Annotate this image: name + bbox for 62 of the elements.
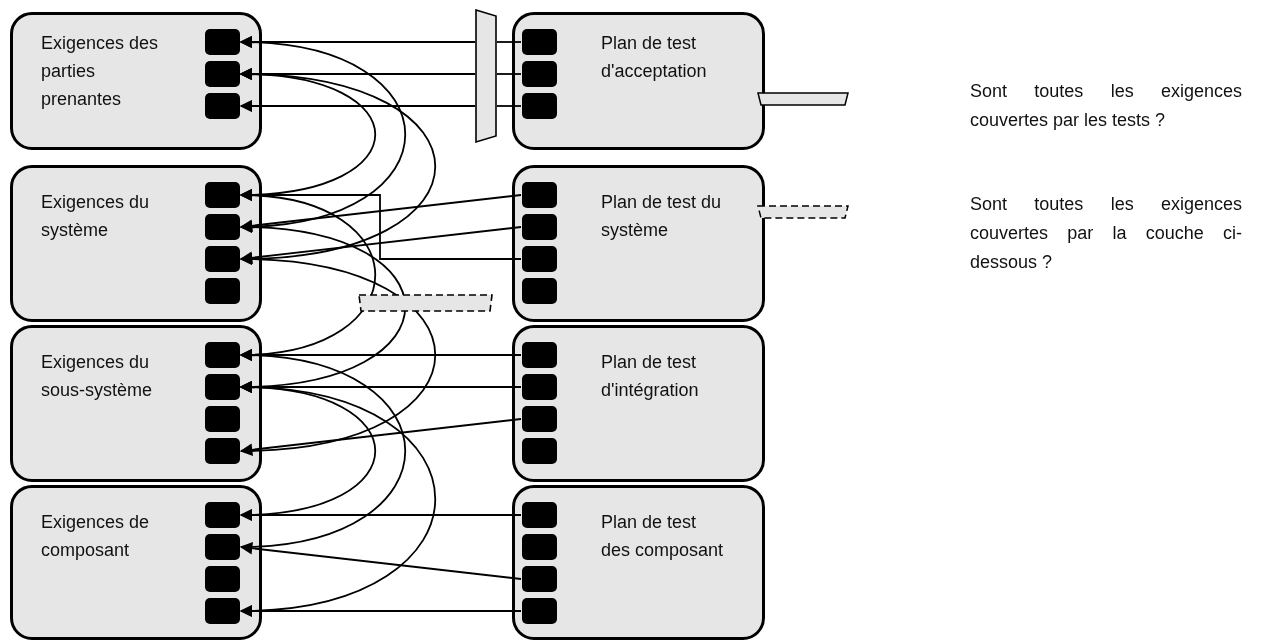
square-marker	[522, 534, 557, 560]
legend-text: Sont toutes les exigences couvertes par les tests ?	[970, 80, 1242, 132]
document-box	[512, 165, 765, 322]
square-marker	[205, 438, 240, 464]
square-marker	[205, 534, 240, 560]
square-marker	[522, 61, 557, 87]
coverage-gate-symbol	[475, 8, 497, 144]
arrow	[239, 194, 522, 232]
square-marker	[205, 182, 240, 208]
coverage-gate-symbol	[358, 294, 493, 312]
box-title: Plan de test d'intégration	[601, 351, 700, 402]
box-title: Exigences de composant	[41, 511, 151, 562]
square-marker	[522, 598, 557, 624]
square-marker	[205, 214, 240, 240]
square-marker	[522, 214, 557, 240]
square-marker	[522, 278, 557, 304]
box-title: Exigences des parties prenantes	[41, 32, 160, 111]
document-box	[512, 325, 765, 482]
arrow	[239, 349, 407, 548]
square-marker	[205, 374, 240, 400]
document-box	[10, 485, 262, 640]
square-marker	[522, 342, 557, 368]
square-marker	[205, 246, 240, 272]
square-marker	[205, 566, 240, 592]
arrow	[239, 221, 407, 388]
document-box	[512, 485, 765, 640]
box-title: Plan de test des composant	[601, 511, 725, 562]
square-marker	[205, 342, 240, 368]
square-marker	[205, 502, 240, 528]
square-marker	[522, 406, 557, 432]
legend-text: Sont toutes les exigences couvertes par la couche ci-dessous ?	[970, 193, 1242, 274]
arrow	[239, 381, 437, 612]
arrow	[239, 418, 522, 456]
arrow	[239, 99, 476, 113]
square-marker	[522, 502, 557, 528]
square-marker	[522, 182, 557, 208]
arrow	[239, 226, 522, 264]
arrow	[239, 542, 522, 580]
square-marker	[522, 93, 557, 119]
square-marker	[522, 29, 557, 55]
box-title: Plan de test du système	[601, 191, 723, 242]
arrow	[239, 68, 437, 260]
document-box	[10, 165, 262, 322]
document-box	[10, 325, 262, 482]
square-marker	[522, 566, 557, 592]
square-marker	[205, 406, 240, 432]
square-marker	[205, 93, 240, 119]
square-marker	[205, 29, 240, 55]
square-marker	[522, 374, 557, 400]
arrow	[239, 189, 377, 356]
arrow	[239, 253, 437, 452]
arrow	[239, 36, 407, 228]
square-marker	[522, 246, 557, 272]
box-title: Exigences du sous-système	[41, 351, 154, 402]
square-marker	[205, 278, 240, 304]
square-marker	[205, 598, 240, 624]
box-title: Plan de test d'acceptation	[601, 32, 708, 83]
document-box	[512, 12, 765, 150]
document-box	[10, 12, 262, 150]
square-marker	[522, 438, 557, 464]
box-title: Exigences du système	[41, 191, 151, 242]
square-marker	[205, 61, 240, 87]
